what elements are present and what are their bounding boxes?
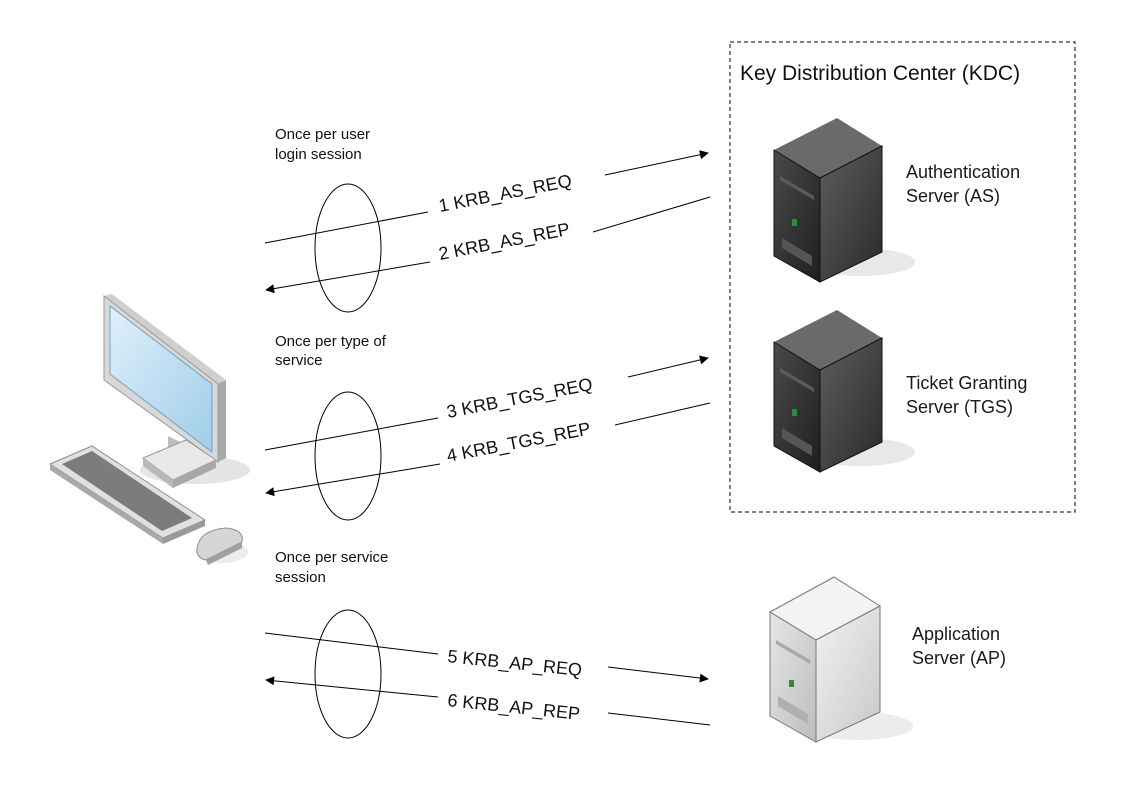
msg-5-line-a bbox=[264, 632, 439, 655]
phase-2-line1: Once per type of bbox=[275, 333, 387, 350]
msg-2-line-b bbox=[592, 196, 711, 233]
tgs-label-line1: Ticket Granting bbox=[906, 373, 1027, 393]
msg-6-line-b bbox=[607, 712, 711, 726]
msg-1-arrow bbox=[604, 150, 709, 176]
phase-2-line2: service bbox=[275, 352, 323, 369]
as-label-line2: Server (AS) bbox=[906, 186, 1000, 206]
phase-1-line1: Once per user bbox=[275, 126, 370, 143]
phase-3-line2: session bbox=[275, 569, 326, 586]
as-label-line1: Authentication bbox=[906, 162, 1020, 182]
msg-6-arrow bbox=[265, 676, 439, 698]
msg-1-label: 1 KRB_AS_REQ bbox=[437, 171, 574, 217]
msg-3-line-a bbox=[264, 417, 439, 451]
msg-4-arrow bbox=[265, 463, 441, 497]
kdc-boundary bbox=[729, 41, 1076, 513]
application-server-icon bbox=[769, 576, 913, 743]
exchange-1-ellipse bbox=[314, 183, 382, 313]
phase-3-line1: Once per service bbox=[275, 549, 388, 566]
msg-2-arrow bbox=[265, 261, 431, 294]
phase-1-line2: login session bbox=[275, 146, 362, 163]
msg-5-arrow bbox=[607, 666, 709, 683]
exchange-3-ellipse bbox=[314, 609, 382, 739]
authentication-server-icon bbox=[773, 118, 915, 283]
exchange-2-ellipse bbox=[314, 391, 382, 521]
ap-label-line2: Server (AP) bbox=[912, 648, 1006, 668]
ap-label-line1: Application bbox=[912, 624, 1000, 644]
monitor-screen bbox=[109, 304, 213, 454]
msg-1-line-a bbox=[264, 211, 429, 244]
msg-3-label: 3 KRB_TGS_REQ bbox=[445, 374, 594, 423]
kdc-title: Key Distribution Center (KDC) bbox=[740, 62, 1020, 85]
msg-3-arrow bbox=[627, 355, 709, 378]
tgs-label-line2: Server (TGS) bbox=[906, 397, 1013, 417]
msg-5-label: 5 KRB_AP_REQ bbox=[446, 646, 583, 681]
msg-4-line-b bbox=[614, 402, 711, 426]
client-computer-icon bbox=[48, 294, 250, 565]
msg-4-label: 4 KRB_TGS_REP bbox=[445, 418, 592, 466]
ticket-granting-server-icon bbox=[773, 310, 915, 473]
msg-2-label: 2 KRB_AS_REP bbox=[437, 219, 572, 265]
msg-6-label: 6 KRB_AP_REP bbox=[446, 690, 581, 725]
